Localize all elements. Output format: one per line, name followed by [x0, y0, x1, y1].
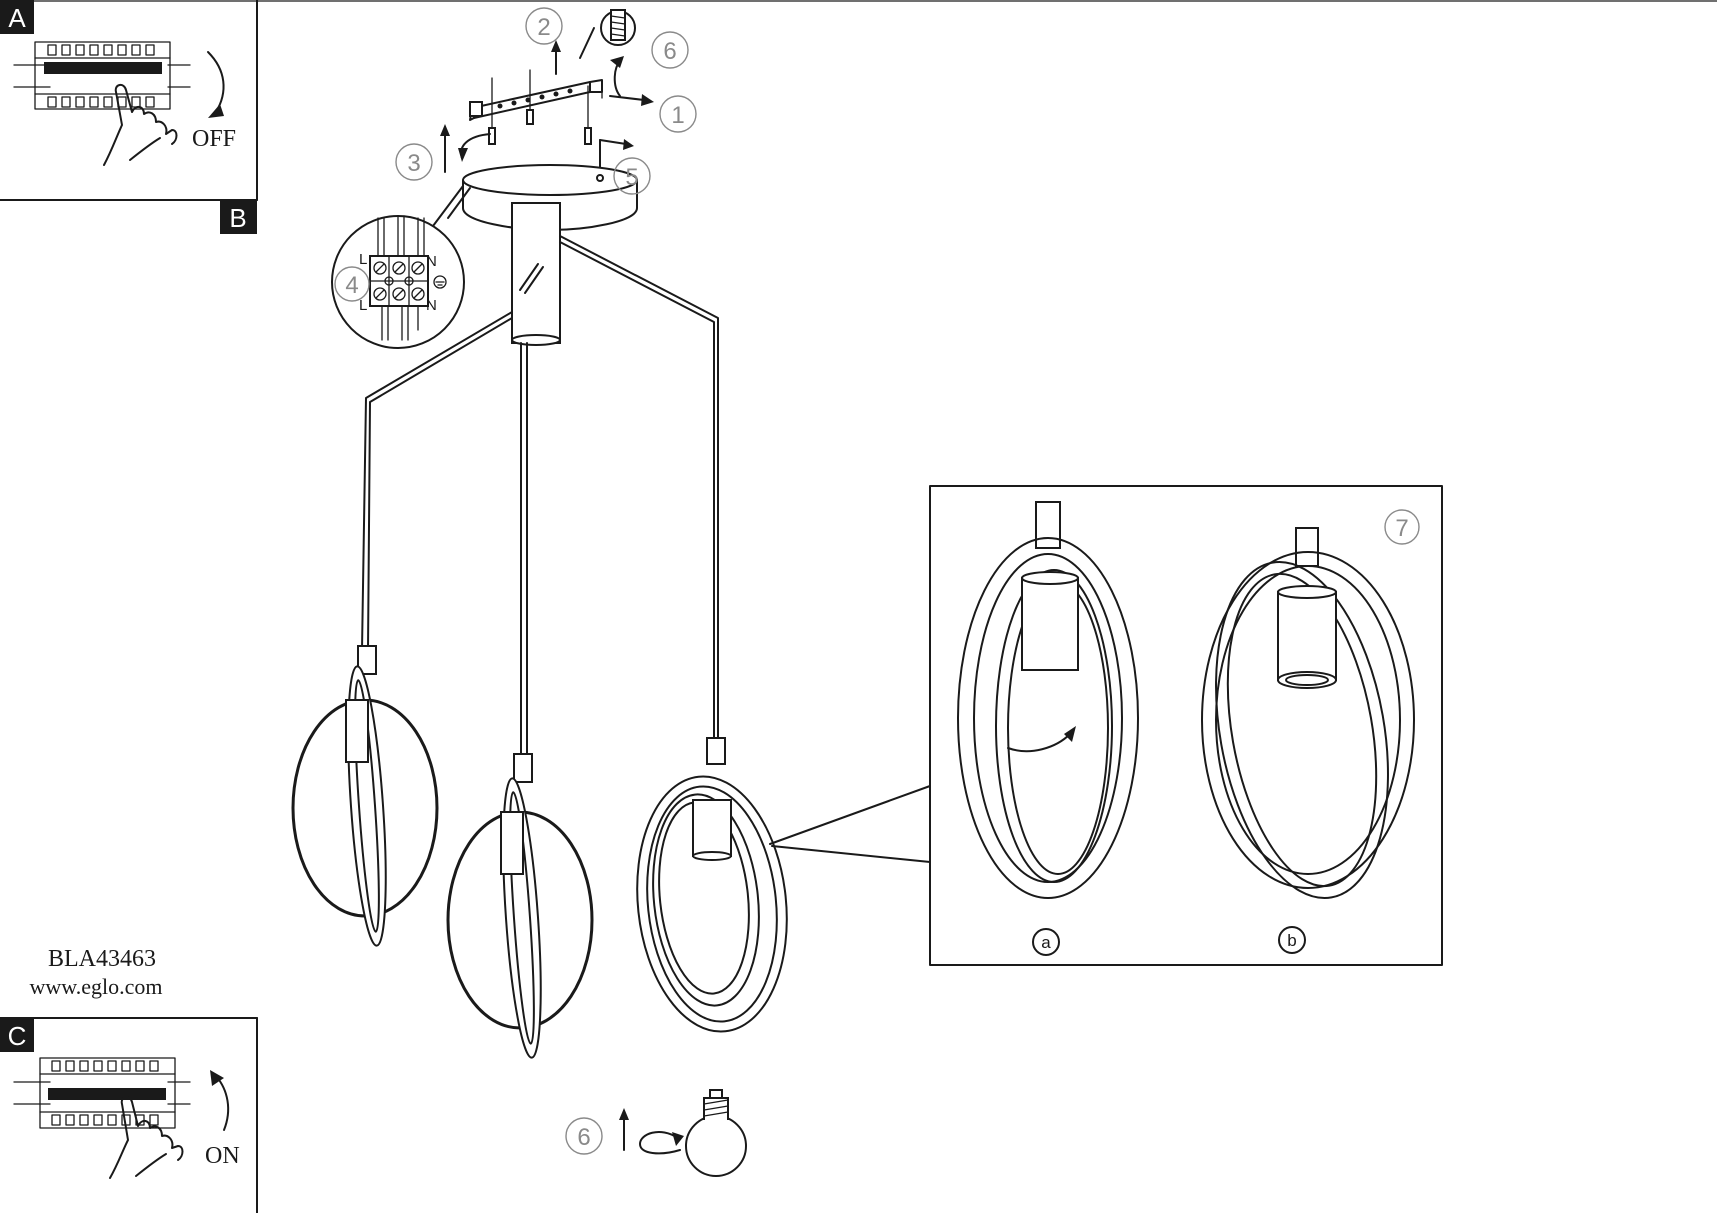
rotate-arrow-icon — [1064, 726, 1076, 742]
terminal-n-bottom: N — [426, 297, 437, 314]
on-label: ON — [205, 1143, 240, 1169]
light-bulb-icon — [685, 1089, 747, 1177]
detail-a-label: a — [1041, 933, 1051, 952]
switch-down-arrow — [207, 51, 225, 113]
step-circle-5: 5 — [613, 157, 651, 195]
pendant-right — [636, 737, 788, 1033]
detail-leader-top — [769, 785, 931, 845]
panel-c-power-on: C ON — [0, 1017, 258, 1213]
panel-b-letter: B — [229, 203, 246, 233]
detail-a-ring — [957, 501, 1139, 899]
panel-c-letter: C — [8, 1021, 27, 1051]
circuit-breaker-off-icon — [13, 41, 191, 166]
pendant-left — [291, 645, 439, 947]
terminal-l-bottom: L — [359, 297, 367, 314]
switch-up-arrow — [215, 1075, 230, 1131]
panel-c-letter-box — [0, 1018, 34, 1052]
terminal-n-top: N — [426, 253, 437, 270]
arrow-head — [208, 104, 224, 118]
detail-b-label: b — [1287, 931, 1296, 950]
detail-box-step-7: 7 a b — [929, 485, 1443, 966]
panel-a-power-off: A OFF — [0, 0, 1717, 201]
step-circle-6-bulb: 6 — [577, 1124, 590, 1151]
ground-icon — [433, 275, 447, 289]
ceiling-screws — [488, 69, 603, 145]
step-circle-2: 2 — [525, 7, 563, 45]
pendant-middle — [446, 753, 594, 1059]
detail-leader-bottom — [771, 845, 931, 863]
screw-detail-icon — [579, 9, 636, 59]
terminal-block-detail: L L N N 4 — [331, 185, 471, 349]
svg-text:5: 5 — [625, 164, 638, 191]
circuit-breaker-on-icon — [13, 1057, 191, 1179]
terminal-l-top: L — [359, 251, 367, 268]
suspension-cables — [361, 235, 719, 757]
step-circle-7: 7 — [1395, 515, 1408, 542]
svg-text:2: 2 — [537, 14, 550, 41]
detail-b-ring — [1201, 527, 1415, 900]
model-number: BLA43463 — [48, 946, 156, 972]
svg-text:1: 1 — [671, 102, 684, 129]
step-circle-1: 1 — [659, 95, 697, 133]
panel-b-letter-box — [220, 200, 257, 234]
panel-a-letter: A — [8, 3, 26, 33]
step-circle-3: 3 — [395, 143, 433, 181]
off-label: OFF — [192, 126, 236, 152]
svg-text:6: 6 — [663, 38, 676, 65]
website-link[interactable]: www.eglo.com — [30, 974, 163, 999]
central-tube — [511, 202, 561, 346]
bulb-step: 6 — [565, 1089, 747, 1177]
step-circle-6: 6 — [651, 31, 689, 69]
step-circle-4: 4 — [345, 272, 358, 299]
arrow-head-up — [210, 1070, 224, 1086]
panel-a-letter-box — [0, 0, 34, 34]
mount-step-arrows — [440, 40, 654, 173]
mounting-bracket — [469, 79, 603, 121]
svg-text:3: 3 — [407, 150, 420, 177]
